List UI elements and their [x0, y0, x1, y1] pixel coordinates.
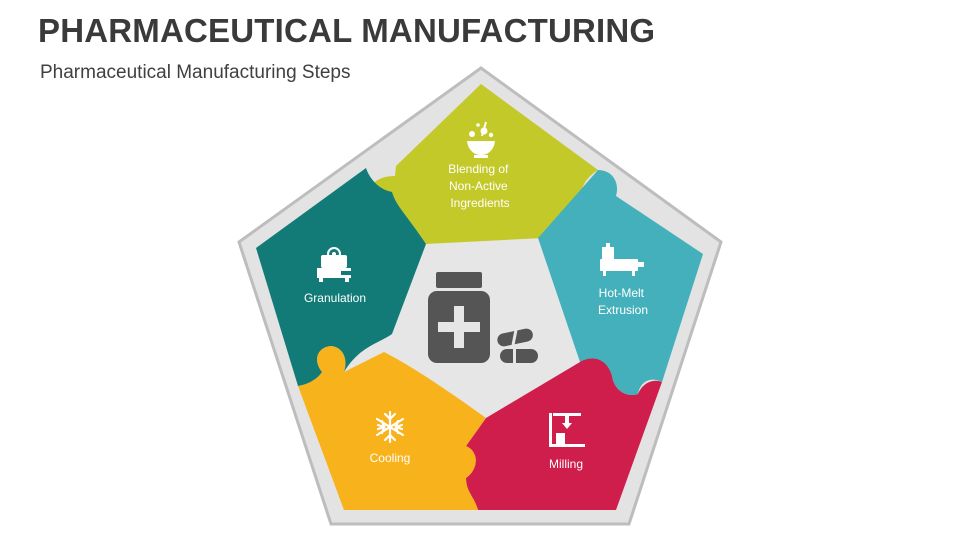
label-line: Milling [549, 457, 583, 471]
page-title: PHARMACEUTICAL MANUFACTURING [38, 12, 656, 49]
label-line: Extrusion [598, 303, 648, 317]
label-line: Granulation [304, 291, 366, 305]
page-subtitle: Pharmaceutical Manufacturing Steps [40, 62, 351, 83]
label-line: Ingredients [450, 196, 509, 210]
segment-blending: Blending of Non-Active Ingredients [368, 84, 598, 244]
segment-label: Granulation [304, 291, 366, 305]
segment-granulation: Granulation [256, 168, 426, 386]
segment-label: Blending of Non-Active Ingredients [448, 162, 511, 210]
extruder-machine-icon [600, 243, 644, 276]
label-line: Blending of [448, 162, 509, 176]
segment-label: Milling [549, 457, 583, 471]
label-line: Cooling [370, 451, 411, 465]
milling-machine-icon [549, 413, 585, 447]
segment-shape [368, 84, 598, 244]
snowflake-icon [375, 410, 405, 444]
label-line: Non-Active [449, 179, 508, 193]
medicine-bottle-icon [428, 272, 490, 363]
capsules-icon [497, 328, 538, 363]
segment-milling: Milling [466, 358, 662, 510]
segment-label: Cooling [370, 451, 411, 465]
segment-hot-melt: Hot-Melt Extrusion [538, 170, 703, 396]
label-line: Hot-Melt [599, 286, 645, 300]
segment-shape [538, 170, 703, 396]
segment-label: Hot-Melt Extrusion [598, 286, 648, 317]
segment-cooling: Cooling [298, 346, 486, 510]
granulator-machine-icon [317, 247, 351, 282]
mixing-bowl-icon [467, 121, 495, 158]
